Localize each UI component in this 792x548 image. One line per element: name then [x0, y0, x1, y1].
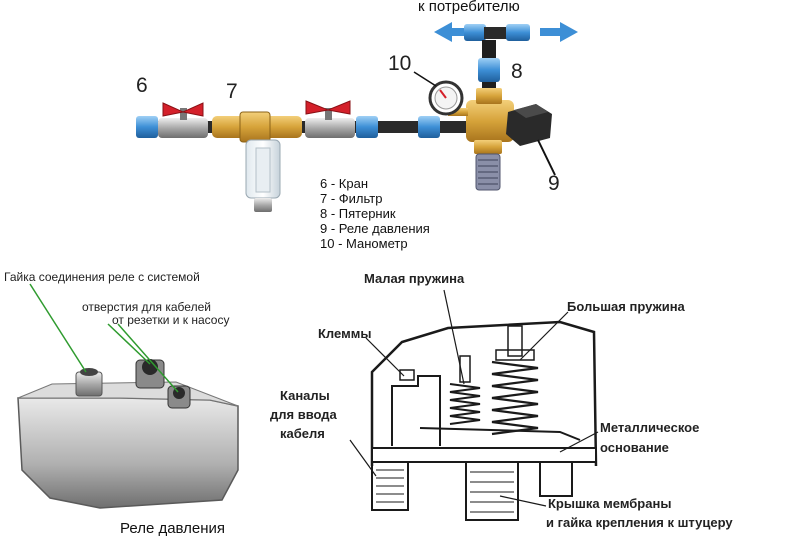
connector-left — [136, 116, 158, 138]
number-7: 7 — [226, 80, 238, 103]
leader-holes-2 — [117, 323, 179, 393]
filter-7-hex — [239, 111, 271, 143]
manometer-10-needle — [439, 89, 447, 99]
fitting-8-top — [476, 88, 502, 104]
tee-pipe — [484, 27, 508, 39]
leader-channels — [349, 439, 377, 477]
number-10: 10 — [388, 52, 412, 75]
fitting-8-body — [466, 100, 514, 142]
schematic-housing — [370, 320, 598, 467]
big-spring-screw — [507, 325, 523, 357]
label-base-1: Металлическое — [600, 420, 700, 435]
valve-2-handle — [305, 100, 351, 115]
label-base-2: основание — [600, 440, 669, 455]
schematic-terminals — [391, 375, 441, 446]
legend-9: 9 - Реле давления — [320, 221, 430, 236]
number-9: 9 — [548, 172, 560, 195]
valve-6-stem — [180, 108, 187, 120]
label-terminals: Клеммы — [318, 326, 372, 341]
label-channels-2: для ввода — [270, 407, 337, 422]
label-cable-holes-1: отверстия для кабелей — [82, 300, 211, 314]
relay-cable-hole-1 — [142, 359, 158, 375]
label-big-spring: Большая пружина — [567, 299, 685, 314]
leader-9 — [537, 139, 556, 176]
fitting-8-bottom — [474, 140, 502, 154]
arrow-right-icon — [540, 22, 578, 42]
label-cover-1: Крышка мембраны — [548, 496, 672, 511]
number-8: 8 — [511, 60, 523, 83]
legend-6: 6 - Кран — [320, 176, 368, 191]
relay-schematic — [349, 289, 599, 521]
label-channels-1: Каналы — [280, 388, 330, 403]
big-spring — [491, 360, 539, 436]
legend-10: 10 - Манометр — [320, 236, 408, 251]
consumer-label: к потребителю — [418, 0, 520, 15]
leader-10 — [413, 71, 437, 87]
relay-photo — [17, 283, 239, 509]
number-6: 6 — [136, 74, 148, 97]
label-connection-nut: Гайка соединения реле с системой — [4, 270, 200, 284]
relay-9-body — [506, 104, 552, 146]
valve-6-body — [158, 118, 208, 138]
legend-7: 7 - Фильтр — [320, 191, 383, 206]
membrane-cover — [465, 461, 519, 521]
connector-mid-1 — [356, 116, 378, 138]
leader-big-spring — [519, 311, 569, 361]
label-small-spring: Малая пружина — [364, 271, 465, 286]
schematic-lever — [419, 427, 581, 441]
leader-cover — [499, 495, 547, 507]
valve-2-body — [305, 118, 355, 138]
valve-2-stem — [325, 108, 332, 120]
plumbing-assembly — [136, 22, 578, 212]
relay-nut-hole — [80, 368, 98, 376]
small-spring — [449, 383, 481, 425]
connector-mid-2 — [418, 116, 440, 138]
cable-channel-left — [371, 461, 409, 511]
manometer-stem — [448, 108, 468, 116]
relay-photo-caption: Реле давления — [120, 520, 226, 537]
filter-7-drain — [254, 198, 272, 212]
relay-9-cap — [514, 104, 548, 118]
leader-base — [559, 431, 599, 453]
leader-small-spring — [443, 289, 465, 385]
leader-terminals — [365, 337, 405, 377]
label-channels-3: кабеля — [280, 426, 325, 441]
riser-connector — [478, 58, 500, 82]
legend-8: 8 - Пятерник — [320, 206, 396, 221]
tee-connector-right — [506, 24, 530, 41]
filter-7-mesh — [255, 147, 271, 193]
valve-6-handle — [162, 102, 204, 117]
tee-connector-left — [464, 24, 486, 41]
label-cover-2: и гайка крепления к штуцеру — [546, 515, 733, 530]
leader-nut — [29, 283, 87, 373]
label-cable-holes-2: от резетки и к насосу — [112, 313, 230, 327]
small-spring-screw — [459, 355, 471, 383]
arrow-left-icon — [434, 22, 470, 42]
relay-housing — [17, 397, 239, 509]
leader-holes-1 — [107, 323, 151, 365]
